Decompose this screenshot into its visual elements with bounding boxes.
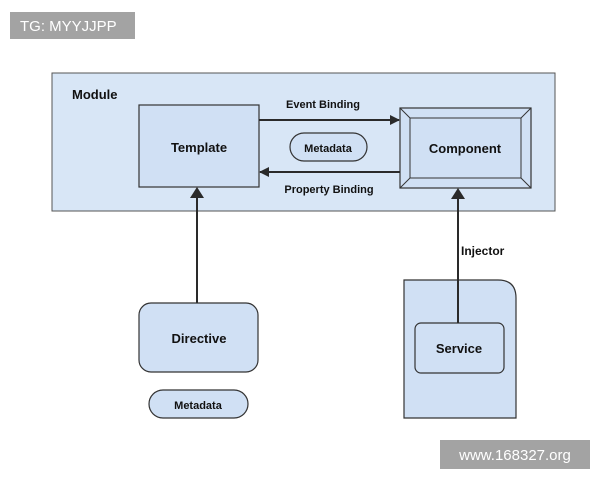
injector-connection: Injector (451, 188, 505, 323)
metadata-center: Metadata (289, 132, 368, 162)
metadata-bottom: Metadata (148, 389, 249, 419)
event-binding-connection: Event Binding (259, 99, 400, 125)
property-binding-label: Property Binding (284, 184, 373, 196)
service-box: Service (414, 322, 505, 374)
component-box: Component (399, 107, 532, 189)
watermark-bottom: www.168327.org (440, 440, 590, 469)
property-binding-connection: Property Binding (259, 167, 400, 196)
watermark-top: TG: MYYJJPP (10, 12, 135, 39)
metadata-bottom-label: Metadata (174, 400, 223, 412)
template-label: Template (171, 140, 227, 155)
directive-to-template-connection (190, 187, 204, 303)
watermark-bottom-text: www.168327.org (458, 447, 571, 464)
service-label: Service (436, 341, 482, 356)
component-label: Component (429, 141, 502, 156)
directive-label: Directive (172, 331, 227, 346)
module-label: Module (72, 87, 118, 102)
injector-label: Injector (461, 244, 505, 258)
watermark-top-text: TG: MYYJJPP (20, 18, 117, 35)
template-box: Template (138, 104, 260, 188)
metadata-center-label: Metadata (304, 143, 353, 155)
event-binding-label: Event Binding (286, 99, 360, 111)
directive-box: Directive (138, 302, 259, 373)
